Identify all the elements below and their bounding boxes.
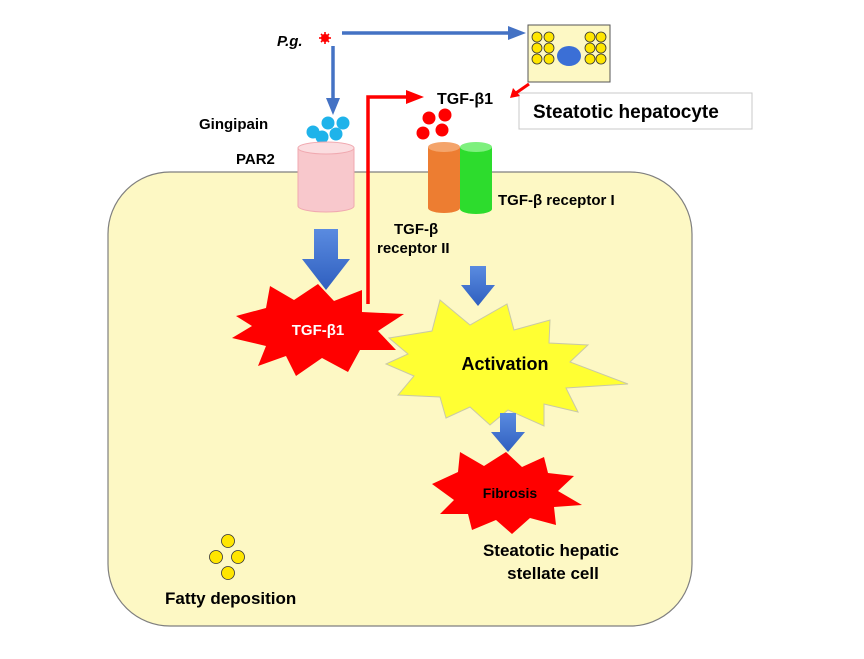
arrow-hepatocyte-to-tgfb1 bbox=[510, 82, 530, 98]
tgf-b-receptor-i-label: TGF-β receptor I bbox=[498, 192, 615, 209]
gingipain-dots bbox=[306, 116, 350, 144]
arrow-activation-to-fibrosis bbox=[491, 413, 525, 452]
pg-bacterium-icon bbox=[319, 32, 331, 44]
arrow-pg-to-hepatocyte bbox=[342, 26, 526, 40]
arrow-par2-down bbox=[302, 229, 350, 290]
fibrosis-burst bbox=[432, 452, 582, 534]
arrow-tgfb1-autocrine bbox=[366, 90, 424, 304]
tgf-b1-burst-label: TGF-β1 bbox=[292, 322, 345, 339]
tgf-b-receptor-i bbox=[460, 142, 492, 214]
nucleus-icon bbox=[557, 46, 581, 66]
pg-label: P.g. bbox=[277, 33, 303, 50]
fatty-deposition-label: Fatty deposition bbox=[165, 589, 296, 608]
cell-name-line2: stellate cell bbox=[507, 564, 599, 583]
tgf-b1-ligand-dots bbox=[416, 108, 452, 140]
arrow-receptor-to-activation bbox=[461, 266, 495, 306]
tgf-b1-top-label: TGF-β1 bbox=[437, 91, 493, 108]
activation-label: Activation bbox=[461, 354, 548, 374]
lipid-droplet-icon bbox=[209, 534, 245, 580]
arrow-pg-to-gingipain bbox=[326, 46, 340, 115]
steatotic-hepatocyte-box bbox=[527, 24, 611, 83]
tgf-b-receptor-ii-label-line2: receptor II bbox=[377, 240, 450, 257]
activation-burst bbox=[384, 299, 629, 427]
tgf-b-receptor-ii bbox=[428, 142, 460, 213]
fibrosis-label: Fibrosis bbox=[483, 485, 538, 501]
par2-label: PAR2 bbox=[236, 151, 275, 168]
steatotic-hepatocyte-label: Steatotic hepatocyte bbox=[533, 102, 719, 123]
cell-name-line1: Steatotic hepatic bbox=[483, 541, 619, 560]
tgf-b1-burst bbox=[232, 284, 404, 376]
tgf-b-receptor-ii-label-line1: TGF-β bbox=[394, 221, 438, 238]
par2-receptor bbox=[297, 141, 355, 213]
steatotic-hepatocyte-label-box bbox=[518, 92, 753, 130]
lipid-droplet-icon bbox=[531, 31, 607, 65]
gingipain-label: Gingipain bbox=[199, 116, 268, 133]
